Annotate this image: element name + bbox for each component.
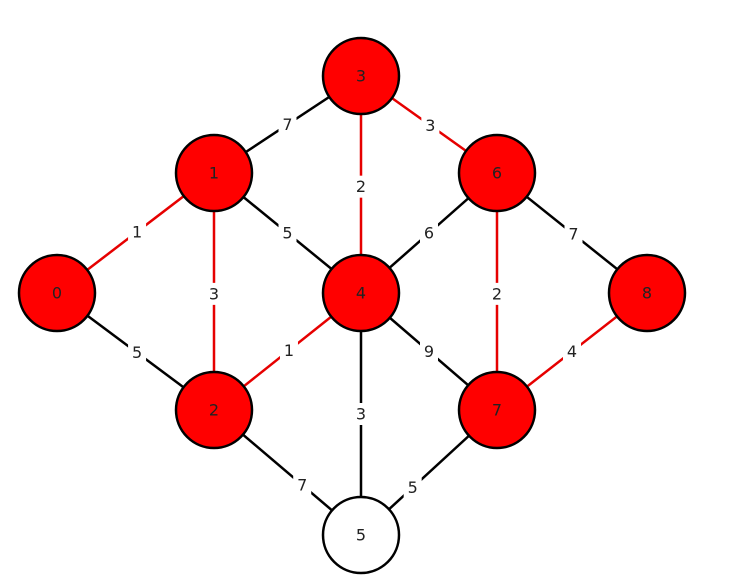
edge-weight-6-7: 2 [492,284,502,303]
edge-label-bg-4-5 [352,403,370,425]
node-6[interactable]: 6 [457,133,537,213]
edge-label-bg-1-2 [205,282,223,305]
node-label-5: 5 [356,526,366,545]
node-label-8: 8 [642,284,652,303]
node-label-2: 2 [209,401,219,420]
node-circle-8[interactable] [607,253,687,333]
edge-label-bg-2-5 [293,474,312,496]
node-label-0: 0 [52,284,62,303]
edge-label-bg-7-8 [563,340,581,363]
edge-weight-1-2: 3 [209,284,219,303]
edge-weight-6-8: 7 [568,225,578,244]
edge-label-bg-0-2 [128,341,147,364]
node-2[interactable]: 2 [174,370,254,450]
edge-weight-4-7: 9 [424,342,434,361]
node-circle-4[interactable] [321,253,401,333]
edge-weight-2-4: 1 [284,341,294,360]
edge-weight-4-5: 3 [356,405,366,424]
edge-weight-0-2: 5 [132,343,142,362]
node-label-7: 7 [492,401,502,420]
edge-label-bg-5-7 [403,476,422,499]
node-circle-7[interactable] [457,370,537,450]
node-label-4: 4 [356,284,366,303]
edge-label-bg-1-4 [278,222,297,244]
edge-weight-4-6: 6 [424,224,434,243]
node-circle-0[interactable] [17,253,97,333]
edge-weight-7-8: 4 [567,342,577,361]
edge-weight-1-4: 5 [282,224,292,243]
edge-label-bg-4-6 [420,222,438,244]
edge-weight-5-7: 5 [408,478,418,497]
edge-label-bg-1-3 [278,113,297,136]
edge-weight-1-3: 7 [282,115,292,134]
node-4[interactable]: 4 [321,253,401,333]
node-circle-2[interactable] [174,370,254,450]
node-circle-3[interactable] [321,36,401,116]
edge-label-bg-6-7 [488,282,506,305]
node-circle-1[interactable] [174,133,254,213]
node-label-3: 3 [356,67,366,86]
edge-label-bg-0-1 [128,220,147,243]
node-3[interactable]: 3 [321,36,401,116]
edge-weight-0-1: 1 [132,222,142,241]
edge-label-bg-3-4 [352,175,370,198]
edge-label-bg-6-8 [564,223,583,246]
node-label-1: 1 [209,164,219,183]
node-5[interactable]: 5 [321,495,401,575]
node-0[interactable]: 0 [17,253,97,333]
node-7[interactable]: 7 [457,370,537,450]
node-circle-6[interactable] [457,133,537,213]
edge-labels-layer: 1 5 3 7 5 1 7 2 3 3 6 9 5 2 7 4 [128,113,583,499]
nodes-layer: 0 1 2 3 4 5 6 7 8 [17,36,687,575]
edge-label-bg-4-7 [420,340,438,363]
edge-label-bg-3-6 [421,114,440,137]
edge-label-bg-2-4 [279,339,298,362]
node-label-6: 6 [492,164,502,183]
edge-weight-3-4: 2 [356,177,366,196]
node-circle-5[interactable] [321,495,401,575]
edge-weight-2-5: 7 [297,476,307,495]
node-8[interactable]: 8 [607,253,687,333]
node-1[interactable]: 1 [174,133,254,213]
edge-weight-3-6: 3 [425,116,435,135]
